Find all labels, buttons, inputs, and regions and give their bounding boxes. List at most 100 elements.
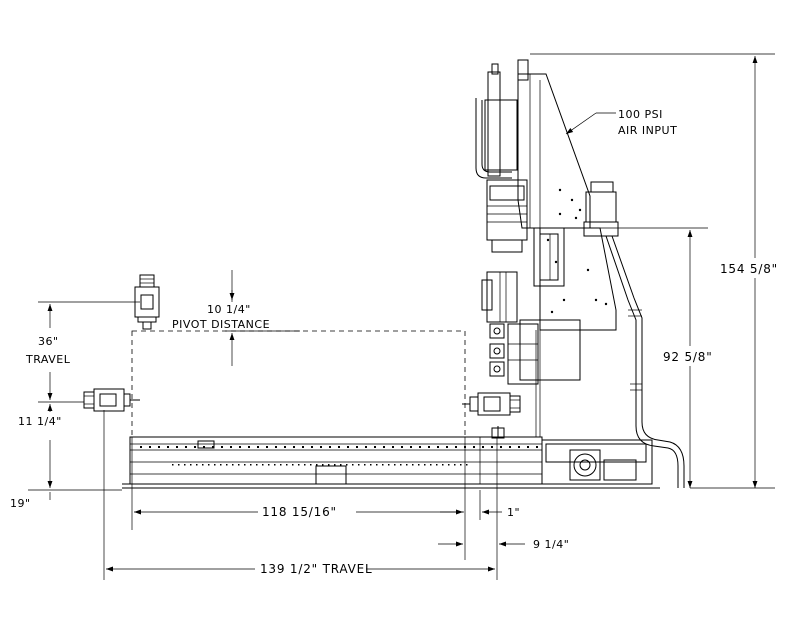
rail-rivet [316, 464, 318, 466]
rail-rivet [212, 446, 214, 448]
rail-rivet [527, 446, 529, 448]
rail-rivet [374, 446, 376, 448]
rail-rivet [460, 464, 462, 466]
rail-rivet [293, 446, 295, 448]
rail-rivet [320, 446, 322, 448]
rail-rivet [184, 464, 186, 466]
rail-rivet [392, 446, 394, 448]
rail-rivet [328, 464, 330, 466]
column-bolt [558, 188, 562, 192]
rail-rivet [268, 464, 270, 466]
base-height-label: 19" [10, 497, 31, 510]
rail-rivet [232, 464, 234, 466]
rail-rivet [358, 464, 360, 466]
rail-rivet [419, 446, 421, 448]
rail-rivet [338, 446, 340, 448]
rail-rivet [203, 446, 205, 448]
rail-rivet [340, 464, 342, 466]
rail-rivet [400, 464, 402, 466]
horizontal-travel-label: 139 1/2" TRAVEL [260, 562, 372, 576]
rail-rivet [274, 464, 276, 466]
rail-rivet [149, 446, 151, 448]
column-bolt [570, 198, 574, 202]
rail-rivet [257, 446, 259, 448]
rail-rivet [334, 464, 336, 466]
rail-rivet [286, 464, 288, 466]
rail-rivet [266, 446, 268, 448]
pivot-height-label: 10 1/4" [207, 303, 251, 316]
column-bolt [550, 310, 554, 314]
rail-rivet [412, 464, 414, 466]
rail-rivet [448, 464, 450, 466]
rail-rivet [491, 446, 493, 448]
rail-rivet [256, 464, 258, 466]
rail-rivet [406, 464, 408, 466]
rail-rivet [202, 464, 204, 466]
rail-rivet [428, 446, 430, 448]
offset-right-label: 9 1/4" [533, 538, 569, 551]
rail-rivet [500, 446, 502, 448]
rail-rivet [158, 446, 160, 448]
rail-rivet [466, 464, 468, 466]
rail-rivet [418, 464, 420, 466]
rail-rivet [140, 446, 142, 448]
rail-rivet [304, 464, 306, 466]
rail-rivet [446, 446, 448, 448]
rail-rivet [250, 464, 252, 466]
left-spindle-head [83, 388, 140, 412]
rail-rivet [394, 464, 396, 466]
rail-rivet [172, 464, 174, 466]
rail-rivet [356, 446, 358, 448]
rail-rivet [311, 446, 313, 448]
column-bolt [586, 268, 590, 272]
rail-rivet [214, 464, 216, 466]
rail-rivet [239, 446, 241, 448]
rail-rivet [190, 464, 192, 466]
rail-rivet [292, 464, 294, 466]
offset-small-label: 1" [507, 506, 520, 519]
rail-rivet [473, 446, 475, 448]
column-bolt [562, 298, 566, 302]
rail-rivet [302, 446, 304, 448]
rail-rivet [437, 446, 439, 448]
rail-rivet [262, 464, 264, 466]
column-bolt [578, 208, 582, 212]
rail-rivet [244, 464, 246, 466]
rail-rivet [221, 446, 223, 448]
rail-rivet [388, 464, 390, 466]
air-input-line2: AIR INPUT [618, 124, 677, 137]
rail-rivet [376, 464, 378, 466]
rail-rivet [346, 464, 348, 466]
rail-rivet [248, 446, 250, 448]
rail-rivet [364, 464, 366, 466]
rail-rivet [370, 464, 372, 466]
machine-column [475, 59, 685, 489]
rail-rivet [455, 446, 457, 448]
rail-rivet [178, 464, 180, 466]
vertical-travel-value: 36" [38, 335, 59, 348]
extension-lines [28, 53, 775, 580]
rail-rivet [194, 446, 196, 448]
rail-rivet [298, 464, 300, 466]
overall-height-label: 154 5/8" [720, 262, 778, 276]
rail-rivet [424, 464, 426, 466]
air-input-line1: 100 PSI [618, 108, 663, 121]
rail-rivet [284, 446, 286, 448]
rail-rivet [464, 446, 466, 448]
rail-rivet [230, 446, 232, 448]
rail-rivet [275, 446, 277, 448]
rail-rivet [410, 446, 412, 448]
pivot-distance-label: PIVOT DISTANCE [172, 318, 270, 331]
right-spindle-head [462, 392, 521, 416]
rail-rivet [220, 464, 222, 466]
rail-rivet [226, 464, 228, 466]
rail-rivet [365, 446, 367, 448]
table-length-label: 118 15/16" [262, 505, 337, 519]
rail-rivets [140, 446, 538, 466]
column-details [546, 188, 608, 314]
spindle-height-label: 11 1/4" [18, 415, 62, 428]
rail-rivet [329, 446, 331, 448]
rail-rivet [280, 464, 282, 466]
rail-rivet [208, 464, 210, 466]
rail-rivet [322, 464, 324, 466]
